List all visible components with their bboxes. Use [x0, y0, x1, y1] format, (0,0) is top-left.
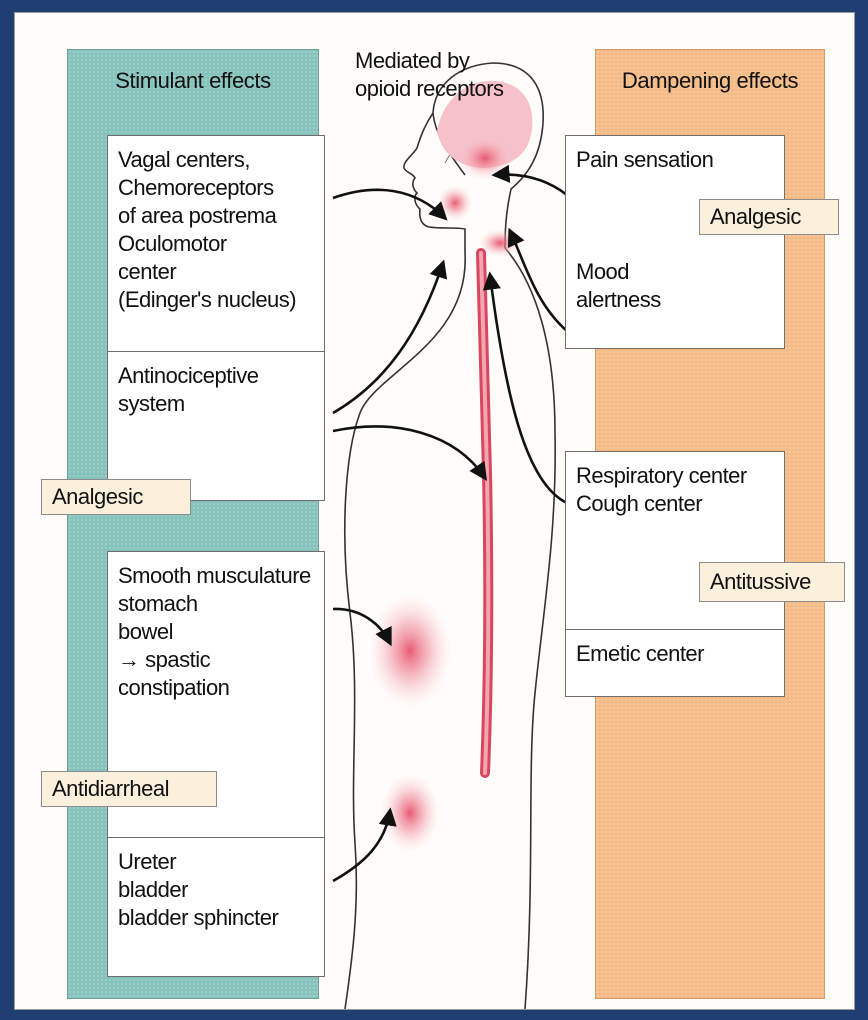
analgesic-tag-left: Analgesic	[41, 479, 191, 515]
respiratory-center-label: Respiratory center	[576, 462, 774, 490]
smooth-muscle-box-line: bowel	[118, 618, 314, 646]
vagal-box-line: of area postrema	[118, 202, 314, 230]
smooth-muscle-box-line: constipation	[118, 674, 314, 702]
analgesic-tag-right: Analgesic	[699, 199, 839, 235]
emetic-center-box: Emetic center	[565, 629, 785, 697]
ureter-box-line: bladder sphincter	[118, 904, 314, 932]
smooth-muscle-box-line: Smooth musculature	[118, 562, 314, 590]
cough-center-label: Cough center	[576, 490, 774, 518]
pain-mood-box: Pain sensation Mood alertness	[565, 135, 785, 349]
vagal-centers-box: Vagal centers, Chemoreceptors of area po…	[107, 135, 325, 353]
vagal-box-line: Vagal centers,	[118, 146, 314, 174]
alertness-label: alertness	[576, 286, 774, 314]
brain-region	[437, 81, 532, 257]
vagal-box-line: Oculomotor	[118, 230, 314, 258]
center-title-line2: opioid receptors	[355, 75, 504, 103]
mood-label: Mood	[576, 258, 774, 286]
emetic-center-label: Emetic center	[576, 640, 774, 668]
center-title-line1: Mediated by	[355, 47, 504, 75]
antinociceptive-box-line: Antinociceptive	[118, 362, 314, 390]
arrow-antinociceptive-to-cord	[333, 426, 485, 478]
antidiarrheal-tag: Antidiarrheal	[41, 771, 217, 807]
respiratory-cough-box: Respiratory center Cough center	[565, 451, 785, 631]
ureter-bladder-box: Ureter bladder bladder sphincter	[107, 837, 325, 977]
pain-sensation-label: Pain sensation	[576, 146, 774, 174]
ureter-box-line: bladder	[118, 876, 314, 904]
stomach-bowel-glow	[368, 593, 452, 709]
antinociceptive-box-line: system	[118, 390, 314, 418]
smooth-muscle-box-line: → spastic	[118, 646, 314, 674]
arrow-pain-to-brain	[495, 175, 567, 195]
antitussive-tag: Antitussive	[699, 562, 845, 602]
diagram-frame: Stimulant effects Dampening effects	[14, 12, 855, 1010]
vagal-box-line: Chemoreceptors	[118, 174, 314, 202]
arrow-vagal-to-brain	[333, 190, 445, 218]
center-title: Mediated by opioid receptors	[355, 47, 504, 103]
ureter-box-line: Ureter	[118, 848, 314, 876]
vagal-box-line: (Edinger's nucleus)	[118, 286, 314, 314]
smooth-muscle-box-line: stomach	[118, 590, 314, 618]
vagal-box-line: center	[118, 258, 314, 286]
arrow-antinociceptive-to-brain	[333, 263, 443, 413]
